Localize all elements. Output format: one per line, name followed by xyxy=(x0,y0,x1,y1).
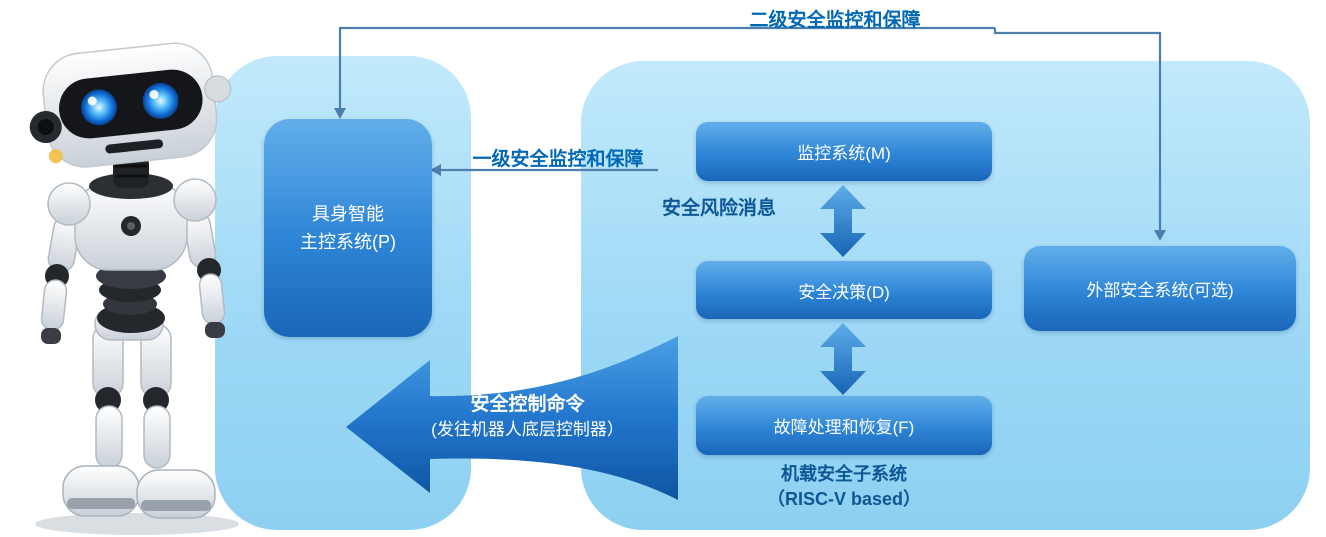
control-command-line1: 安全控制命令 xyxy=(470,394,585,415)
node-fault-recovery: 故障处理和恢复(F) xyxy=(696,396,992,455)
subsystem-caption-line2: （RISC-V based） xyxy=(766,489,922,509)
node-main-control-line2: 主控系统(P) xyxy=(300,232,396,252)
subsystem-caption: 机载安全子系统 （RISC-V based） xyxy=(696,462,992,512)
robot-arms xyxy=(47,211,217,273)
control-command-label: 安全控制命令 (发往机器人底层控制器） xyxy=(405,392,650,442)
robot-legs xyxy=(92,323,172,399)
robot-mouth xyxy=(105,139,164,154)
risk-message-label: 安全风险消息 xyxy=(662,198,777,219)
robot-feet xyxy=(62,465,216,519)
robot-shadow xyxy=(35,513,239,535)
node-decision: 安全决策(D) xyxy=(696,261,992,319)
robot-head xyxy=(29,42,232,168)
robot-torso xyxy=(74,173,188,341)
robot-eye-right xyxy=(142,82,179,119)
node-monitor: 监控系统(M) xyxy=(696,122,992,181)
level1-label: 一级安全监控和保障 xyxy=(472,149,644,170)
node-external-safety-label: 外部安全系统(可选) xyxy=(1086,281,1234,300)
control-command-line2: (发往机器人底层控制器） xyxy=(431,420,624,439)
node-external-safety: 外部安全系统(可选) xyxy=(1024,246,1296,331)
node-monitor-label: 监控系统(M) xyxy=(797,144,891,163)
subsystem-caption-line1: 机载安全子系统 xyxy=(781,464,907,484)
robot-eye-left xyxy=(80,89,117,126)
node-decision-label: 安全决策(D) xyxy=(798,282,890,302)
node-main-control-line1: 具身智能 xyxy=(312,204,384,224)
node-main-control: 具身智能 主控系统(P) xyxy=(264,119,432,337)
level2-label: 二级安全监控和保障 xyxy=(749,10,921,31)
node-fault-recovery-label: 故障处理和恢复(F) xyxy=(773,418,915,437)
